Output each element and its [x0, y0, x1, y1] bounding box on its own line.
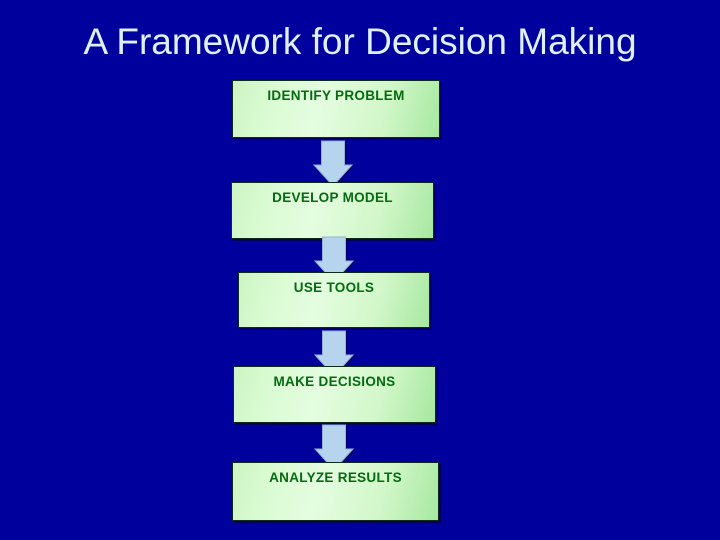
flowchart-step-label: ANALYZE RESULTS: [269, 470, 402, 485]
down-arrow-icon: [313, 140, 355, 188]
flowchart-step-box: MAKE DECISIONS: [233, 366, 436, 423]
flowchart-step-box: USE TOOLS: [238, 272, 430, 328]
down-arrow-icon: [314, 424, 356, 472]
page-title: A Framework for Decision Making: [83, 21, 637, 62]
flowchart-step-label: MAKE DECISIONS: [273, 374, 396, 389]
down-arrow-icon: [314, 330, 356, 378]
flowchart-step-box: IDENTIFY PROBLEM: [232, 80, 440, 138]
flowchart-step-label: IDENTIFY PROBLEM: [267, 88, 405, 103]
flowchart-step-box: DEVELOP MODEL: [231, 182, 434, 239]
flowchart-step-box: ANALYZE RESULTS: [232, 462, 439, 521]
flowchart-step-label: DEVELOP MODEL: [272, 190, 393, 205]
down-arrow-icon: [314, 236, 356, 284]
flowchart-step-label: USE TOOLS: [293, 280, 375, 295]
